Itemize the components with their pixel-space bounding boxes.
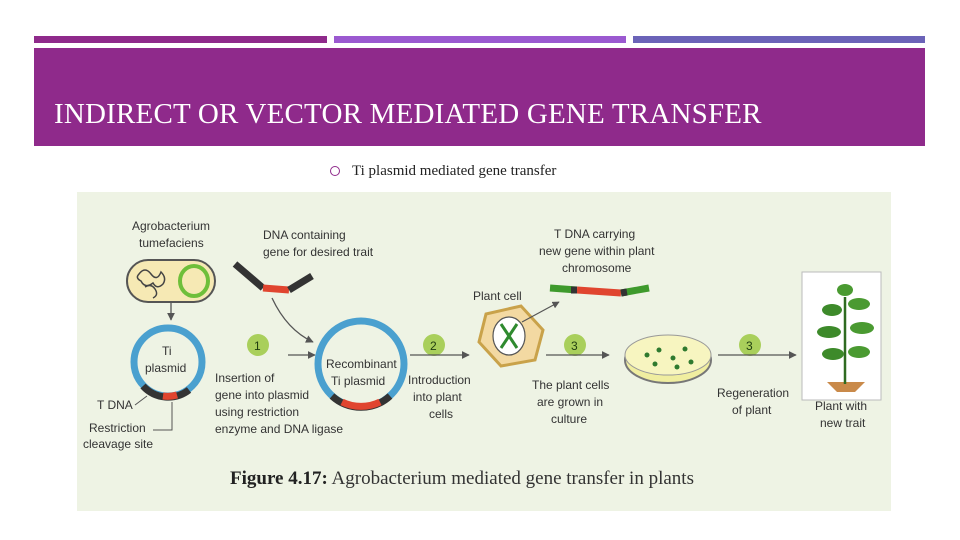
slide-title: INDIRECT OR VECTOR MEDIATED GENE TRANSFE… (54, 98, 762, 131)
bullet-item: Ti plasmid mediated gene transfer (330, 160, 556, 182)
top-accent-bar-2 (334, 36, 626, 43)
chromosome-icon (550, 288, 649, 293)
petri-dish-icon (625, 335, 711, 383)
new-trait-label-2: new trait (820, 416, 866, 430)
plant-icon (802, 272, 881, 400)
agrobacterium-cell-icon (127, 260, 215, 302)
agrobacterium-label-1: Agrobacterium (132, 219, 210, 233)
top-accent-bar-1 (34, 36, 327, 43)
grown-label-2: are grown in (537, 395, 603, 409)
insertion-label-4: enzyme and DNA ligase (215, 422, 343, 436)
restriction-label-2: cleavage site (83, 437, 153, 451)
title-banner: INDIRECT OR VECTOR MEDIATED GENE TRANSFE… (34, 48, 925, 146)
agrobacterium-figure: Agrobacterium tumefaciens Ti plasmid T D… (77, 192, 891, 511)
regeneration-label-2: of plant (732, 403, 772, 417)
dna-fragment-icon (235, 264, 312, 290)
plant-cell-icon (479, 306, 543, 366)
tdna-carrying-label-1: T DNA carrying (554, 227, 635, 241)
ti-plasmid-label-2: plasmid (145, 361, 186, 375)
dna-containing-label-1: DNA containing (263, 228, 346, 242)
introduction-label-3: cells (429, 407, 453, 421)
bullet-text: Ti plasmid mediated gene transfer (352, 163, 556, 180)
t-dna-pointer (135, 396, 147, 405)
ti-plasmid-label-1: Ti (162, 344, 172, 358)
grown-label-1: The plant cells (532, 378, 609, 392)
introduction-label-2: into plant (413, 390, 462, 404)
step-4-number: 3 (746, 339, 753, 353)
insertion-label-3: using restriction (215, 405, 299, 419)
regeneration-label-1: Regeneration (717, 386, 789, 400)
recombinant-label-2: Ti plasmid (331, 374, 385, 388)
grown-label-3: culture (551, 412, 587, 426)
insertion-label-1: Insertion of (215, 371, 275, 385)
new-trait-label-1: Plant with (815, 399, 867, 413)
caption-text: Agrobacterium mediated gene transfer in … (328, 468, 694, 489)
step-3-number: 3 (571, 339, 578, 353)
plant-cell-label: Plant cell (473, 289, 522, 303)
tdna-carrying-label-2: new gene within plant (539, 244, 655, 258)
caption-figure-number: Figure 4.17: (230, 468, 328, 489)
insertion-label-2: gene into plasmid (215, 388, 309, 402)
agrobacterium-label-2: tumefaciens (139, 236, 204, 250)
curved-arrow-icon (272, 298, 313, 342)
figure-diagram: Agrobacterium tumefaciens Ti plasmid T D… (77, 192, 891, 511)
step-2-number: 2 (430, 339, 437, 353)
tdna-carrying-label-3: chromosome (562, 261, 632, 275)
step-1-number: 1 (254, 339, 261, 353)
restriction-pointer (153, 402, 172, 430)
top-accent-bar-3 (633, 36, 925, 43)
dna-containing-label-2: gene for desired trait (263, 245, 374, 259)
t-dna-label: T DNA (97, 398, 133, 412)
figure-caption: Figure 4.17: Agrobacterium mediated gene… (230, 468, 694, 489)
bullet-ring-icon (330, 166, 340, 176)
recombinant-label-1: Recombinant (326, 357, 397, 371)
restriction-label-1: Restriction (89, 421, 146, 435)
introduction-label-1: Introduction (408, 373, 471, 387)
